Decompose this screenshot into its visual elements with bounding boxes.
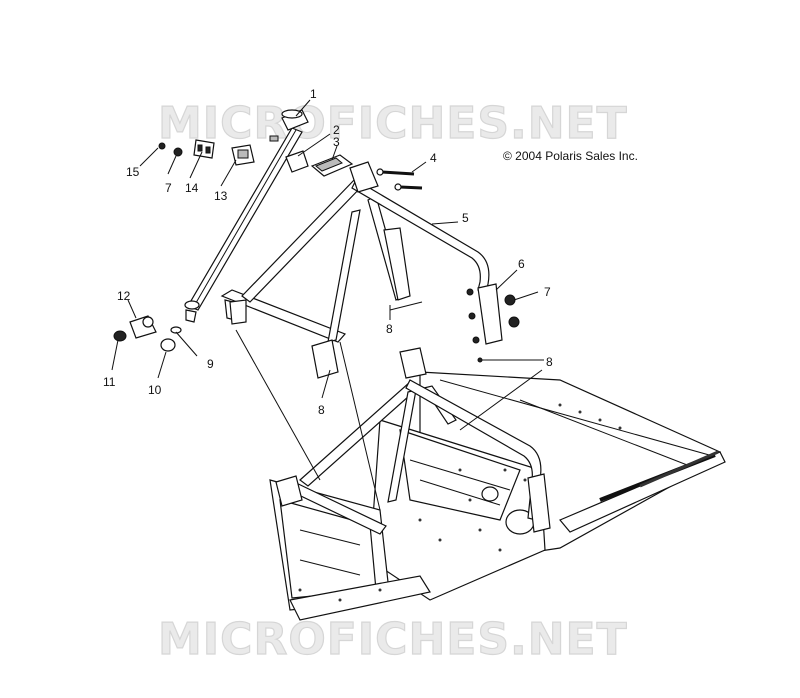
screw-right-3 (472, 336, 480, 344)
watermark-bottom: MICROFICHES.NET (158, 614, 628, 665)
screw-upper (158, 142, 166, 150)
callout-3: 3 (333, 135, 340, 149)
callout-12: 12 (117, 289, 131, 303)
bolts (376, 168, 423, 191)
callout-5: 5 (462, 211, 469, 225)
callouts: 1 2 3 4 5 6 7 8 8 8 9 10 11 12 13 14 7 1… (103, 87, 553, 417)
clamp-half (193, 139, 215, 159)
callout-9: 9 (207, 357, 214, 371)
tie-rod-end (113, 315, 182, 352)
rivets (298, 403, 622, 602)
callout-11: 11 (103, 375, 116, 389)
callout-7-right: 7 (544, 285, 551, 299)
callout-10: 10 (148, 383, 162, 397)
steering-post (184, 109, 309, 323)
callout-8-right: 8 (546, 355, 553, 369)
leader-lines (111, 99, 544, 511)
callout-2: 2 (333, 123, 340, 137)
lower-frame (275, 347, 551, 535)
steering-block (310, 154, 354, 177)
screw-right-2 (468, 312, 476, 320)
callout-4: 4 (430, 151, 437, 165)
plate-part (285, 150, 309, 173)
rivet-right (477, 357, 483, 363)
callout-8-center: 8 (386, 322, 393, 336)
screw-right-1 (466, 288, 474, 296)
nut-right-2 (508, 316, 520, 328)
nut-right-1 (504, 294, 516, 306)
callout-8-front: 8 (318, 403, 325, 417)
callout-14: 14 (185, 181, 199, 195)
watermark-top: MICROFICHES.NET (158, 98, 628, 149)
copyright-notice: © 2004 Polaris Sales Inc. (503, 149, 638, 163)
callout-7-left: 7 (165, 181, 172, 195)
upper-frame (220, 161, 503, 379)
callout-15: 15 (126, 165, 140, 179)
callout-13: 13 (214, 189, 228, 203)
callout-1: 1 (310, 87, 317, 101)
upper-clamp (231, 144, 255, 166)
nut-upper (173, 147, 183, 157)
chassis (269, 371, 726, 621)
callout-6: 6 (518, 257, 525, 271)
